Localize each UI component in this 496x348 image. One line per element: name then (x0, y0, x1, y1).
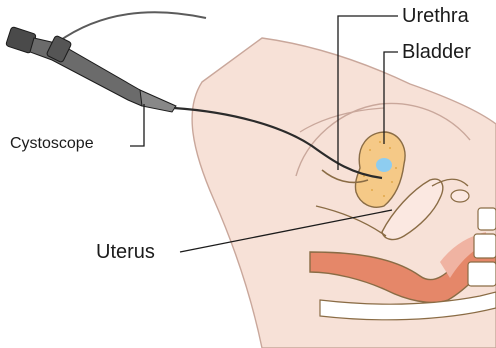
label-bladder: Bladder (402, 42, 471, 62)
bladder-fluid (376, 158, 392, 172)
leader-cystoscope (130, 104, 144, 146)
ovary (451, 190, 469, 202)
cystoscope-body (30, 38, 150, 106)
cystoscope-cable (58, 12, 206, 42)
label-urethra: Urethra (402, 6, 469, 26)
label-cystoscope: Cystoscope (10, 136, 94, 152)
label-uterus: Uterus (96, 242, 155, 262)
cystoscope-tip (140, 90, 176, 112)
